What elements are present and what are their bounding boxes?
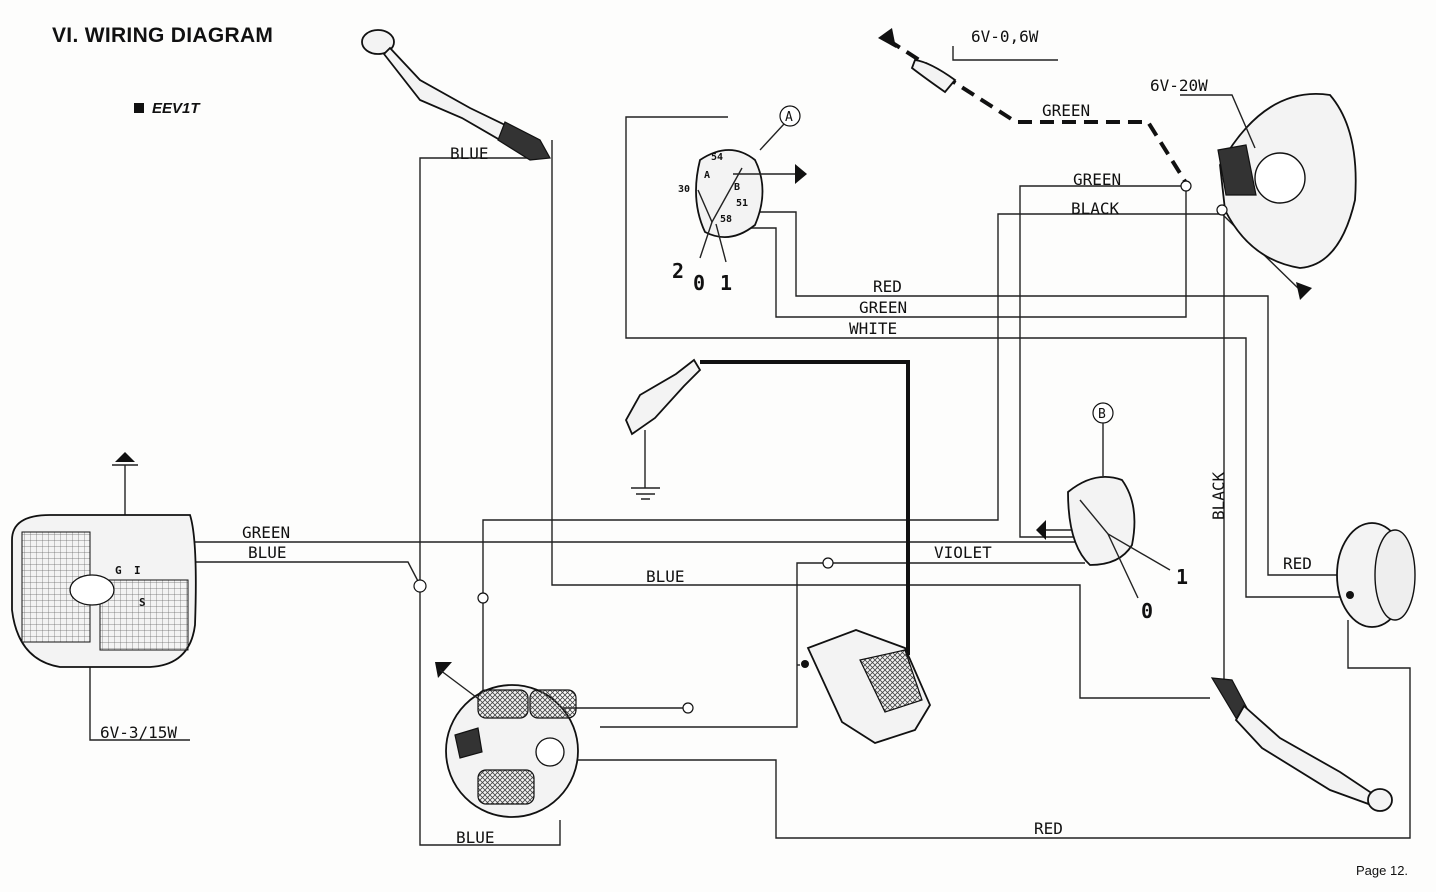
labels: BLUE 6V-0,6W GREEN 6V-20W GREEN BLACK RE… bbox=[100, 27, 1312, 847]
wire-red-mid bbox=[757, 211, 1345, 576]
wire-red-bottom bbox=[560, 620, 1411, 839]
wire-black-head bbox=[482, 213, 1222, 598]
label-black-vertical: BLACK bbox=[1209, 471, 1228, 520]
tail-terminal-g: G bbox=[115, 564, 122, 577]
wires bbox=[89, 38, 1411, 846]
spark-plug bbox=[624, 358, 702, 500]
wire-green-mid bbox=[741, 186, 1187, 318]
label-violet: VIOLET bbox=[934, 543, 992, 562]
connectors bbox=[413, 180, 1228, 714]
switch-a-letter-b: B bbox=[734, 182, 740, 193]
switch-b-pos-1: 1 bbox=[1176, 565, 1188, 589]
label-green-head: GREEN bbox=[1073, 170, 1121, 189]
stop-switch-b bbox=[1036, 402, 1171, 599]
switch-a-terminal-58: 58 bbox=[720, 214, 732, 225]
ignition-coil bbox=[801, 629, 932, 744]
label-rear-bulb: 6V-0,6W bbox=[971, 27, 1039, 46]
wire-green-head bbox=[1019, 185, 1186, 538]
switch-b-pos-0: 0 bbox=[1141, 599, 1153, 623]
switch-a-marker: A bbox=[785, 110, 793, 125]
magneto-stator bbox=[435, 662, 579, 818]
label-red-bottom: RED bbox=[1034, 819, 1063, 838]
wire-blue-top-2 bbox=[551, 140, 1210, 699]
switch-a-terminal-54: 54 bbox=[711, 152, 723, 163]
label-green-tail: GREEN bbox=[242, 523, 290, 542]
wire-violet-down bbox=[600, 562, 828, 728]
page-title: VI. WIRING DIAGRAM bbox=[52, 24, 274, 47]
switch-a-pos-1: 1 bbox=[720, 271, 732, 295]
tail-terminal-s: S bbox=[139, 596, 146, 609]
label-green-rear: GREEN bbox=[1042, 101, 1090, 120]
switch-a-pos-0: 0 bbox=[693, 271, 705, 295]
rear-lamp-bulb bbox=[878, 28, 1058, 94]
label-green-mid: GREEN bbox=[859, 298, 907, 317]
switch-a-terminal-30: 30 bbox=[678, 184, 690, 195]
label-red-right: RED bbox=[1283, 554, 1312, 573]
tail-terminal-i: I bbox=[134, 564, 141, 577]
page-number: Page 12. bbox=[1356, 863, 1409, 878]
switch-b-marker: B bbox=[1098, 407, 1106, 422]
label-blue-center: BLUE bbox=[646, 567, 685, 586]
rear-hub bbox=[1336, 522, 1416, 628]
headlamp bbox=[1180, 93, 1357, 300]
label-blue-top: BLUE bbox=[450, 144, 489, 163]
wire-blue-top bbox=[419, 157, 561, 846]
wire-white bbox=[625, 116, 1345, 598]
label-red-mid: RED bbox=[873, 277, 902, 296]
label-tail-bulb: 6V-3/15W bbox=[100, 723, 177, 742]
model-code-text: EEV1T bbox=[152, 100, 200, 117]
wire-ht-lead bbox=[700, 360, 910, 655]
label-blue-bottom: BLUE bbox=[456, 828, 495, 847]
light-switch-a bbox=[695, 105, 807, 263]
label-blue-tail: BLUE bbox=[248, 543, 287, 562]
rear-brake-lever bbox=[1210, 677, 1393, 812]
model-code: EEV1T bbox=[134, 100, 200, 117]
switch-a-pos-2: 2 bbox=[672, 259, 684, 283]
label-headlamp-bulb: 6V-20W bbox=[1150, 76, 1208, 95]
label-black-head: BLACK bbox=[1071, 199, 1120, 218]
switch-a-terminal-51: 51 bbox=[736, 198, 748, 209]
bullet-square-icon bbox=[134, 103, 144, 113]
wire-green-rear bbox=[886, 38, 1190, 188]
switch-a-letter-a: A bbox=[704, 170, 710, 181]
tail-lamp bbox=[11, 452, 197, 668]
wire-blue-tail bbox=[150, 561, 421, 586]
label-white: WHITE bbox=[849, 319, 897, 338]
front-brake-lever bbox=[361, 29, 551, 161]
